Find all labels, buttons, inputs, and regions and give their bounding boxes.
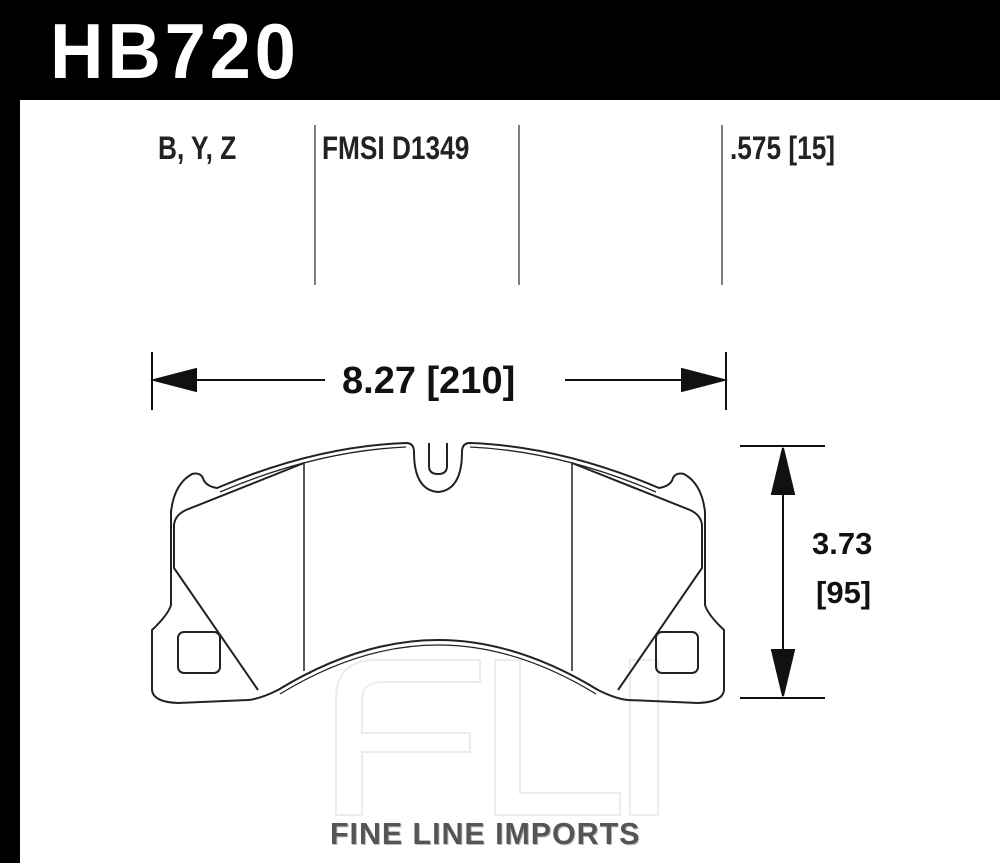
thickness-label: .575 [15] [730,130,836,166]
height-dimension-inches: 3.73 [812,526,873,561]
mounting-hole-right [655,631,699,674]
notch-slot [428,443,448,475]
width-dimension-label: 8.27 [210] [342,360,516,402]
header-band [0,0,1000,100]
fli-watermark-logo [335,659,659,816]
friction-material-right [571,462,703,691]
height-dimension-mm: [95] [816,575,872,610]
arrow-up-icon [770,447,796,495]
bottom-arc-inner-edge [279,644,597,695]
backing-plate-inner-edge [219,446,657,493]
fmsi-label: FMSI D1349 [322,130,470,166]
friction-material-left [173,462,305,691]
width-dimension-line [150,352,728,410]
backing-plate-outline [151,442,725,704]
part-number-title: HB720 [50,7,300,95]
arrow-left-icon [150,367,197,393]
arrow-down-icon [770,649,796,697]
height-dimension-line [740,445,825,699]
left-border-bar [0,100,20,863]
watermark-text: FINE LINE IMPORTS [330,816,641,851]
header-dividers [314,125,723,285]
mounting-hole-left [177,631,221,674]
compounds-label: B, Y, Z [158,130,237,166]
arrow-right-icon [681,367,728,393]
